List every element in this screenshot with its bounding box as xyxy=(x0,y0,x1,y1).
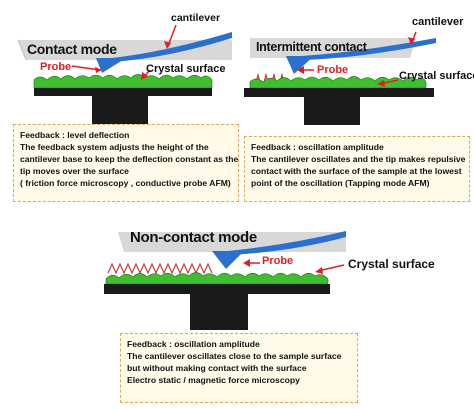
sample-stage xyxy=(104,284,330,294)
intermittent-feedback-box: Feedback : oscillation amplitude The can… xyxy=(244,136,470,202)
contact-probe-label: Probe xyxy=(40,61,72,73)
feedback-line: point of the oscillation (Tapping mode A… xyxy=(251,178,430,188)
feedback-line: contact with the surface of the sample a… xyxy=(251,166,462,176)
feedback-line: but without making contact with the surf… xyxy=(127,363,307,373)
non-contact-mode-title: Non-contact mode xyxy=(130,229,257,246)
feedback-line: tip moves over the surface xyxy=(20,166,129,176)
probe-tip xyxy=(286,56,314,74)
crystal-surface xyxy=(105,272,329,285)
non-contact-crystal-label: Crystal surface xyxy=(348,257,435,271)
non-contact-feedback-box: Feedback : oscillation amplitude The can… xyxy=(120,333,358,403)
probe-tip xyxy=(96,58,126,73)
probe-tip xyxy=(212,251,244,269)
sample-stage xyxy=(244,88,434,97)
cantilever xyxy=(302,38,436,60)
feedback-line: The feedback system adjusts the height o… xyxy=(20,142,209,152)
non-contact-mode-illustration xyxy=(104,231,346,330)
feedback-line: Feedback : level deflection xyxy=(20,130,130,140)
crystal-surface xyxy=(33,74,213,89)
contact-crystal-label: Crystal surface xyxy=(146,63,226,75)
feedback-line: Electro static / magnetic force microsco… xyxy=(127,375,300,385)
contact-mode-illustration xyxy=(17,24,232,126)
feedback-line: Feedback : oscillation amplitude xyxy=(251,142,384,152)
contact-feedback-box: Feedback : level deflection The feedback… xyxy=(13,124,239,202)
contact-mode-panel: Contact mode cantilever Probe Crystal su… xyxy=(0,0,240,205)
contact-cantilever-label: cantilever xyxy=(171,12,221,24)
non-contact-mode-panel: Non-contact mode Probe Crystal surface F… xyxy=(0,205,474,409)
intermittent-crystal-label: Crystal surface xyxy=(399,70,474,82)
stage-pedestal xyxy=(190,294,248,330)
sample-stage xyxy=(34,88,212,96)
title-bar xyxy=(18,40,232,60)
non-contact-probe-label: Probe xyxy=(262,255,294,267)
stage-pedestal xyxy=(92,96,148,126)
feedback-line: The cantilever oscillates and the tip ma… xyxy=(251,154,466,164)
intermittent-cantilever-label: cantilever xyxy=(412,16,464,28)
cantilever xyxy=(112,32,232,62)
contact-mode-title: Contact mode xyxy=(27,41,117,57)
probe-arrow xyxy=(71,65,101,71)
intermittent-contact-illustration xyxy=(244,31,436,125)
stage-pedestal xyxy=(304,97,360,125)
intermittent-contact-title: Intermittent contact xyxy=(256,40,367,54)
feedback-line: cantilever base to keep the deflection c… xyxy=(20,154,239,164)
feedback-line: The cantilever oscillates close to the s… xyxy=(127,351,342,361)
feedback-line: ( friction force microscopy , conductive… xyxy=(20,178,231,188)
oscillation-wave xyxy=(107,262,213,275)
cantilever-arrow xyxy=(167,24,177,47)
feedback-line: Feedback : oscillation amplitude xyxy=(127,339,260,349)
intermittent-probe-label: Probe xyxy=(317,64,349,76)
intermittent-contact-panel: Intermittent contact cantilever Probe Cr… xyxy=(240,0,474,205)
cantilever xyxy=(228,231,346,255)
